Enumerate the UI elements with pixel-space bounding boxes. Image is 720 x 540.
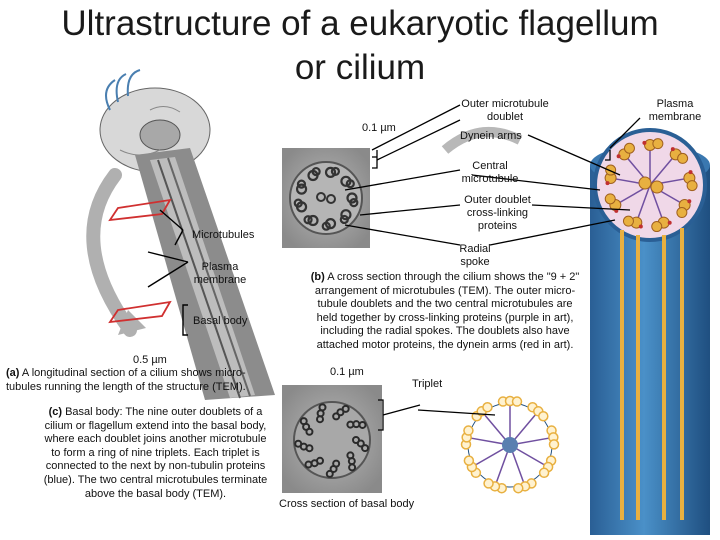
tem-cross-section-b bbox=[282, 148, 370, 248]
basal-body-label: Basal body bbox=[193, 315, 248, 327]
dynein-arms-label: Dynein arms bbox=[460, 130, 522, 142]
basal-triplet bbox=[463, 425, 474, 436]
caption-a: (a) A longitudinal section of a cilium s… bbox=[6, 367, 296, 394]
basal-triplet bbox=[511, 396, 523, 407]
tem-triplet bbox=[341, 404, 350, 413]
caption-b-text: A cross section through the cilium shows… bbox=[314, 271, 580, 351]
tem-triplet bbox=[294, 439, 303, 448]
tem-triplet bbox=[329, 464, 338, 473]
tem-triplet bbox=[348, 463, 357, 472]
radial-spoke bbox=[635, 184, 651, 223]
caption-a-text: A longitudinal section of a cilium shows… bbox=[6, 367, 246, 393]
cross-linking-label: Outer doublet cross-linking proteins bbox=[464, 194, 531, 232]
caption-a-tag: (a) bbox=[6, 367, 20, 379]
cilium-cylinder-model bbox=[590, 128, 710, 535]
basal-triplet bbox=[538, 410, 549, 422]
doublet-b bbox=[677, 152, 689, 164]
longitudinal-tem bbox=[108, 148, 275, 400]
tem-doublet bbox=[324, 166, 337, 178]
scale-bar-b-label: 0.1 µm bbox=[362, 122, 396, 134]
doublet-b bbox=[623, 142, 635, 154]
plasma-membrane-right-label: Plasma membrane bbox=[648, 98, 702, 123]
radial-spoke-label: Radial spoke bbox=[459, 243, 491, 268]
tem-doublet-b bbox=[296, 179, 307, 189]
basal-triplet bbox=[483, 478, 494, 489]
caption-c: (c) Basal body: The nine outer doublets … bbox=[28, 406, 283, 501]
tem-doublet-b bbox=[321, 221, 331, 231]
dynein-arm bbox=[688, 170, 693, 175]
basal-triplet bbox=[513, 482, 524, 494]
basal-triplet bbox=[482, 401, 493, 413]
caption-b: (b) A cross section through the cilium s… bbox=[290, 271, 600, 353]
cross-section-basal-label: Cross section of basal body bbox=[279, 498, 415, 510]
radial-spoke bbox=[649, 153, 677, 186]
tem-triplet bbox=[299, 417, 308, 426]
doublet-b bbox=[651, 221, 663, 233]
dynein-arm bbox=[616, 154, 621, 159]
dynein-arm bbox=[638, 224, 643, 229]
central-microtubule-label: Central microtubule bbox=[461, 160, 519, 185]
basal-body-diagram bbox=[460, 395, 560, 494]
tem-doublet bbox=[340, 209, 352, 221]
tem-doublet-b bbox=[345, 179, 355, 189]
doublet-b bbox=[622, 215, 634, 227]
dynein-arm bbox=[667, 220, 672, 225]
dynein-arm bbox=[687, 199, 692, 204]
outer-doublet-label: Outer microtubule doublet bbox=[461, 98, 549, 123]
triplet-label: Triplet bbox=[412, 378, 443, 390]
tem-basal-body-c bbox=[282, 385, 382, 493]
caption-c-text: Basal body: The nine outer doublets of a… bbox=[43, 406, 268, 500]
tem-doublet bbox=[346, 192, 358, 204]
dynein-arm bbox=[642, 140, 647, 145]
page-title: Ultrastructure of a eukaryotic flagellum… bbox=[61, 4, 659, 87]
plasma-membrane-left-label: Plasma membrane bbox=[193, 261, 247, 286]
tem-triplet bbox=[336, 408, 345, 417]
scale-bar-c-label: 0.1 µm bbox=[330, 366, 364, 378]
doublet-b bbox=[604, 193, 616, 205]
microtubules-label: Microtubules bbox=[192, 229, 255, 241]
doublet-b bbox=[652, 138, 664, 150]
basal-triplet bbox=[548, 439, 560, 450]
tem-doublet-b bbox=[311, 166, 321, 177]
scale-bar-a-label: 0.5 µm bbox=[133, 354, 167, 366]
dynein-arm bbox=[670, 147, 675, 152]
tem-doublet-b bbox=[293, 198, 303, 208]
dynein-arm bbox=[605, 181, 610, 186]
basal-triplet bbox=[538, 467, 550, 479]
tem-triplet bbox=[318, 403, 327, 412]
tem-doublet-b bbox=[303, 215, 313, 225]
doublet-b bbox=[676, 207, 688, 219]
basal-triplet bbox=[463, 455, 475, 466]
tem-triplet bbox=[356, 439, 365, 448]
tem-triplet bbox=[358, 420, 367, 429]
tem-doublet-b bbox=[339, 214, 349, 225]
tem-triplet bbox=[325, 469, 334, 478]
doublet-b bbox=[686, 180, 698, 192]
caption-c-tag: (c) bbox=[48, 406, 63, 418]
tem-doublet bbox=[295, 183, 308, 195]
curved-arrow-left bbox=[86, 168, 137, 337]
tem-triplet bbox=[361, 444, 370, 453]
tem-triplet bbox=[332, 412, 341, 421]
caption-b-tag: (b) bbox=[310, 271, 325, 283]
tem-doublet-b bbox=[349, 198, 359, 208]
tem-doublet bbox=[307, 214, 319, 227]
tem-triplet bbox=[304, 460, 313, 469]
tem-doublet-b bbox=[330, 166, 341, 177]
